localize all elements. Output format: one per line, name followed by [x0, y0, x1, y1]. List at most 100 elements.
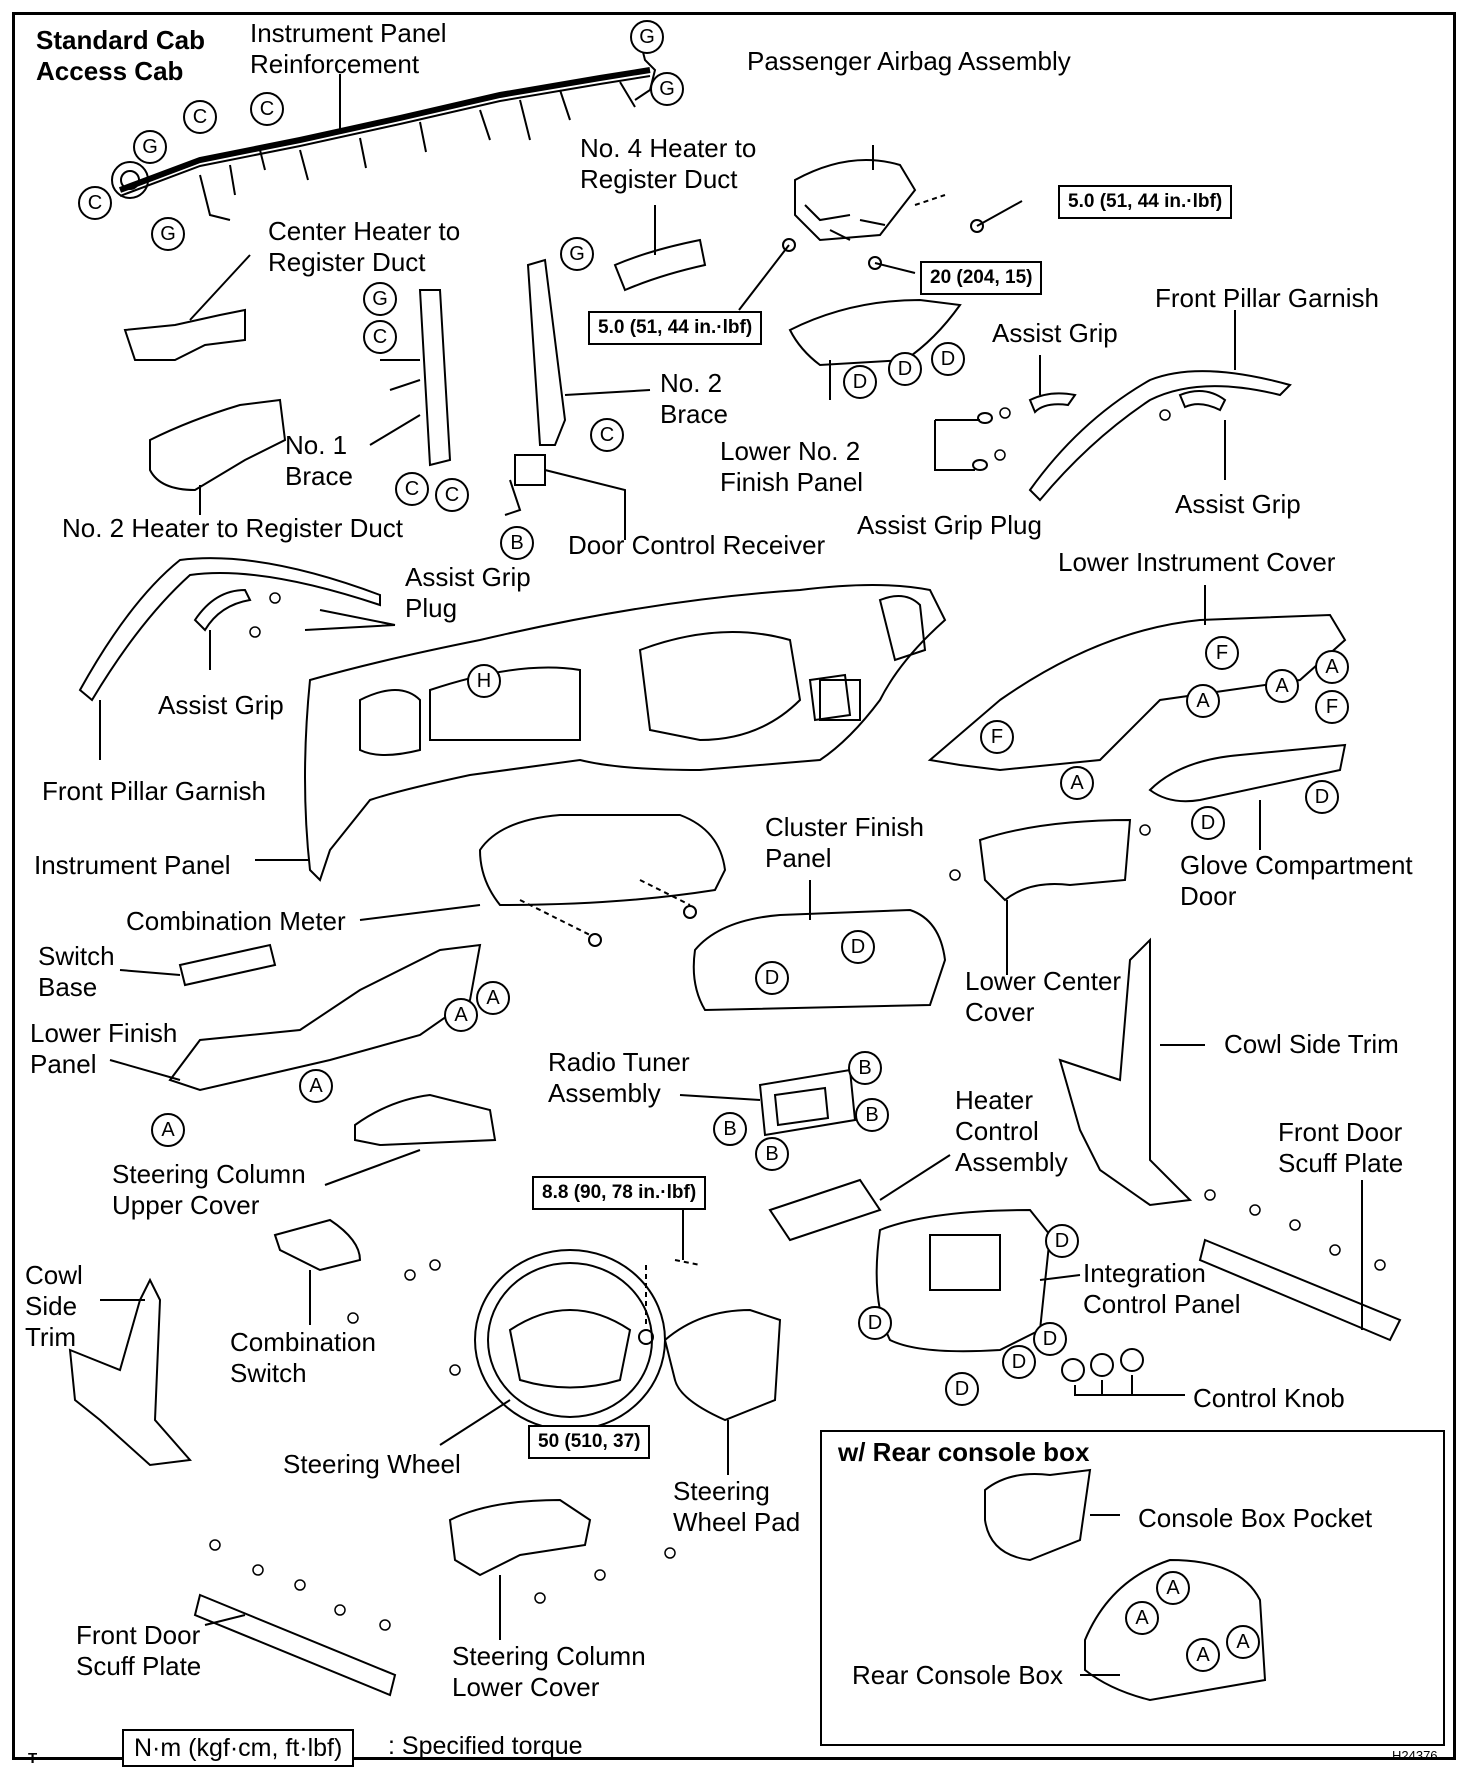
callout-g: G: [133, 130, 167, 164]
reinforcement-bar: [118, 67, 651, 193]
label-front-pillar-right: Front Pillar Garnish: [1155, 283, 1379, 313]
label-column-upper-1: Steering Column: [112, 1159, 306, 1189]
label-no2-brace-2: Brace: [660, 399, 728, 429]
label-scuff-left-1: Front Door: [76, 1620, 201, 1650]
label-comb-switch-1: Combination: [230, 1327, 376, 1357]
label-combination-meter: Combination Meter: [126, 906, 346, 936]
front-door-scuff-plate-left: [193, 1593, 397, 1697]
front-pillar-garnish-right: [1028, 370, 1292, 502]
label-heater-control-2: Control: [955, 1116, 1039, 1146]
label-glove-compartment-1: Glove Compartment: [1180, 850, 1413, 880]
label-instrument-panel: Instrument Panel: [34, 850, 231, 880]
label-switch-base-1: Switch: [38, 941, 115, 971]
callout-b: B: [713, 1112, 747, 1146]
callout-d: D: [888, 352, 922, 386]
header-line-1: Standard Cab: [36, 25, 206, 55]
label-rear-console: Rear Console Box: [852, 1660, 1063, 1690]
rear-console-box: [1084, 1558, 1267, 1702]
cluster-finish-panel: [692, 908, 947, 1012]
torque-box-airbag-upper: 5.0 (51, 44 in.·lbf): [1058, 185, 1233, 219]
callout-a: A: [1125, 1601, 1159, 1635]
callout-b: B: [755, 1137, 789, 1171]
center-heater-duct: [123, 308, 246, 361]
label-assist-grip-plug-left-1: Assist Grip: [405, 562, 531, 592]
callout-c: C: [183, 100, 217, 134]
label-front-pillar-left: Front Pillar Garnish: [42, 776, 266, 806]
label-glove-compartment-2: Door: [1180, 881, 1237, 911]
torque-box-airbag-lower: 5.0 (51, 44 in.·lbf): [588, 311, 763, 345]
callout-d: D: [1305, 780, 1339, 814]
instrument-panel: [304, 584, 947, 882]
callout-d: D: [841, 930, 875, 964]
callout-a: A: [299, 1069, 333, 1103]
label-cluster-finish-1: Cluster Finish: [765, 812, 924, 842]
callout-a: A: [1156, 1571, 1190, 1605]
inset-title: w/ Rear console box: [838, 1437, 1090, 1467]
label-lower-center-1: Lower Center: [965, 966, 1122, 996]
combination-switch: [273, 1218, 362, 1272]
label-ip-reinforcement-1: Instrument Panel: [250, 18, 447, 48]
callout-d: D: [931, 342, 965, 376]
label-lower-finish-2: Panel: [30, 1049, 97, 1079]
callout-d: D: [755, 961, 789, 995]
label-door-control-receiver: Door Control Receiver: [568, 530, 826, 560]
glove-compartment-door: [1148, 743, 1347, 803]
label-assist-grip-right-2: Assist Grip: [1175, 489, 1301, 519]
label-scuff-right-2: Scuff Plate: [1278, 1148, 1404, 1178]
label-cowl-left-3: Trim: [25, 1322, 77, 1352]
label-steering-pad-2: Wheel Pad: [673, 1507, 801, 1537]
assist-grip-left: [193, 588, 252, 632]
figure-id: H24376: [1392, 1748, 1438, 1763]
callout-h: H: [467, 664, 501, 698]
label-passenger-airbag: Passenger Airbag Assembly: [747, 46, 1071, 76]
label-heater-control-1: Heater: [955, 1085, 1034, 1115]
cowl-side-trim-right: [1058, 937, 1193, 1207]
label-scuff-left-2: Scuff Plate: [76, 1651, 202, 1681]
label-ip-reinforcement-2: Reinforcement: [250, 49, 420, 79]
torque-box-wheel-pad: 8.8 (90, 78 in.·lbf): [532, 1176, 707, 1210]
label-assist-grip-right-1: Assist Grip: [992, 318, 1118, 348]
callout-c: C: [590, 418, 624, 452]
callout-a: A: [1060, 766, 1094, 800]
callout-a: A: [1186, 684, 1220, 718]
callout-g: G: [650, 72, 684, 106]
callout-c: C: [435, 478, 469, 512]
label-scuff-right-1: Front Door: [1278, 1117, 1403, 1147]
label-heater-control-3: Assembly: [955, 1147, 1068, 1177]
label-console-pocket: Console Box Pocket: [1138, 1503, 1373, 1533]
callout-f: F: [1315, 690, 1349, 724]
callout-c: C: [250, 92, 284, 126]
callout-c: C: [395, 472, 429, 506]
callout-d: D: [1033, 1322, 1067, 1356]
label-no1-brace-1: No. 1: [285, 430, 348, 460]
radio-tuner-assembly: [758, 1068, 857, 1137]
label-assist-grip-plug-left-2: Plug: [405, 593, 458, 623]
callout-c: C: [363, 320, 397, 354]
callout-f: F: [980, 720, 1014, 754]
no2-brace: [526, 258, 567, 446]
label-steering-wheel: Steering Wheel: [283, 1449, 461, 1479]
label-no4-duct-1: No. 4 Heater to: [580, 133, 757, 163]
label-column-upper-2: Upper Cover: [112, 1190, 260, 1220]
label-radio-tuner-1: Radio Tuner: [548, 1047, 690, 1077]
front-door-scuff-plate-right: [1198, 1238, 1402, 1342]
label-lower-center-2: Cover: [965, 997, 1035, 1027]
steering-wheel-pad: [663, 1308, 782, 1422]
label-integration-2: Control Panel: [1083, 1289, 1241, 1319]
callout-b: B: [848, 1051, 882, 1085]
label-cowl-left-1: Cowl: [25, 1260, 83, 1290]
label-lower-instrument-cover: Lower Instrument Cover: [1058, 547, 1336, 577]
callout-a: A: [1315, 650, 1349, 684]
label-lower-no2-1: Lower No. 2: [720, 436, 861, 466]
steering-column-upper-cover: [354, 1093, 497, 1147]
label-no2-brace-1: No. 2: [660, 368, 723, 398]
callout-d: D: [945, 1372, 979, 1406]
label-center-duct-2: Register Duct: [268, 247, 426, 277]
torque-legend-text: : Specified torque: [388, 1732, 583, 1760]
console-box-pocket: [984, 1468, 1092, 1562]
switch-base: [178, 943, 277, 987]
callout-d: D: [1002, 1345, 1036, 1379]
label-column-lower-1: Steering Column: [452, 1641, 646, 1671]
steering-column-lower-cover: [448, 1498, 592, 1577]
